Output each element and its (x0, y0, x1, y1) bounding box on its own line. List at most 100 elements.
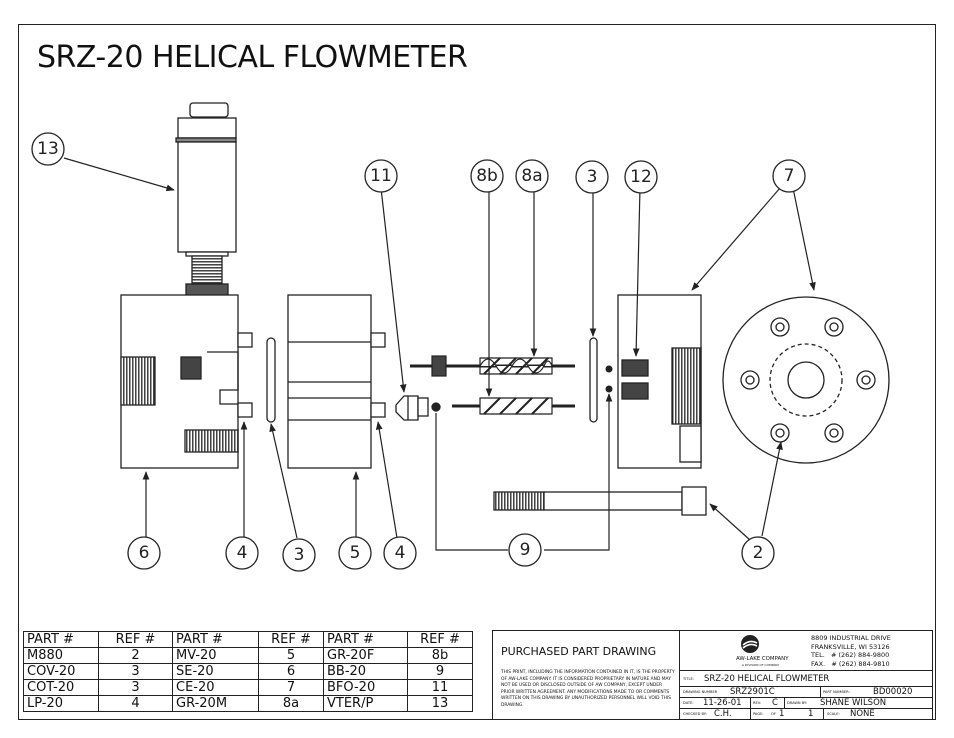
o-ring-right (589, 337, 598, 423)
bearing-part-11 (395, 395, 441, 421)
address-line-1: 8809 INDUSTRIAL DRIVE (811, 634, 891, 642)
ref-number-cell: 6 (258, 663, 324, 680)
ref-number-cell: 8b (407, 647, 473, 664)
part-number-cell: COT-20 (23, 679, 99, 696)
leader-lines (63, 157, 816, 541)
company-address: 8809 INDUSTRIAL DRIVE FRANKSVILLE, WI 53… (811, 634, 891, 668)
part-number-cell: SE-20 (172, 663, 259, 680)
col-header: REF # (407, 631, 473, 648)
divider (750, 709, 751, 719)
date-row: DATE: 11-26-01 REV: C DRAWN BY: SHANE WI… (680, 698, 932, 709)
balloon-circles (31, 132, 806, 572)
rotor-part-8b (452, 397, 575, 415)
balloon-label: 12 (630, 167, 652, 187)
rotor-part-8a (410, 355, 575, 377)
rev-value: C (772, 698, 778, 708)
title-block: PURCHASED PART DRAWING THIS PRINT, INCLU… (492, 630, 933, 720)
page-value: 1 (779, 709, 785, 719)
ref-number-cell: 9 (407, 663, 473, 680)
table-row: LP-20 4 GR-20M 8a VTER/P 13 (23, 695, 473, 712)
divider (784, 698, 785, 708)
part-number-cell: BFO-20 (323, 679, 408, 696)
balloon-label: 8a (521, 166, 542, 186)
end-cap-part-6 (120, 294, 253, 469)
parts-table-header: PART # REF # PART # REF # PART # REF # (23, 631, 473, 648)
of-label: OF (771, 712, 776, 716)
balloon-label: 3 (294, 545, 305, 565)
company-logo-cell: AW-LAKE COMPANY A DIVISION OF COMPANY (680, 631, 810, 671)
proprietary-disclaimer: THIS PRINT, INCLUDING THE INFORMATION CO… (501, 670, 675, 708)
ref-number-cell: 2 (98, 647, 173, 664)
ball-bearing-top (605, 365, 613, 373)
scale-value: NONE (850, 709, 875, 719)
part-number-value: BD00020 (873, 687, 913, 697)
part-number-cell: BB-20 (323, 663, 408, 680)
scale-label: SCALE: (827, 712, 840, 716)
flange-front-view (722, 296, 890, 464)
balloon-label: 2 (753, 543, 764, 563)
fax-line: FAX. # (262) 884-9810 (811, 660, 891, 669)
of-total-value: 1 (808, 709, 814, 719)
divider (823, 709, 824, 719)
date-value: 11-26-01 (703, 698, 742, 708)
purchased-part-panel: PURCHASED PART DRAWING THIS PRINT, INCLU… (493, 631, 680, 719)
title-value: SRZ-20 HELICAL FLOWMETER (704, 673, 830, 684)
title-label: TITLE: (683, 676, 694, 681)
balloon-label: 9 (520, 540, 531, 560)
table-row: M880 2 MV-20 5 GR-20F 8b (23, 647, 473, 664)
ref-number-cell: 8a (258, 695, 324, 712)
balloon-label: 4 (237, 543, 248, 563)
title-row: TITLE: SRZ-20 HELICAL FLOWMETER (680, 671, 932, 687)
part-number-cell: GR-20F (323, 647, 408, 664)
balloon-label: 6 (139, 543, 150, 563)
drawing-number-row: DRAWING NUMBER SRZ2901C PART NUMBER: BD0… (680, 687, 932, 698)
ref-number-cell: 11 (407, 679, 473, 696)
ball-bearing-bottom (605, 385, 613, 393)
balloon-label: 3 (587, 167, 598, 187)
company-name: AW-LAKE COMPANY (736, 656, 789, 662)
divider (820, 687, 821, 697)
leader-9-right (544, 393, 613, 551)
end-cap-part-7 (617, 294, 702, 469)
company-subtitle: A DIVISION OF COMPANY (742, 663, 780, 667)
table-row: COV-20 3 SE-20 6 BB-20 9 (23, 663, 473, 680)
page-label: PAGE: (753, 712, 764, 716)
balloon-label: 11 (370, 166, 392, 186)
ref-number-cell: 13 (407, 695, 473, 712)
checked-row: CHECKED BY: C.H. PAGE: OF 1 1 SCALE: NON… (680, 709, 932, 719)
fax-value: # (262) 884-9810 (831, 659, 890, 668)
company-header: AW-LAKE COMPANY A DIVISION OF COMPANY 88… (680, 631, 932, 671)
parts-table: PART # REF # PART # REF # PART # REF # M… (23, 631, 473, 712)
company-logo-icon (741, 635, 759, 653)
balloon-label: 5 (350, 543, 361, 563)
col-header: PART # (323, 631, 408, 648)
balloon-label: 4 (395, 543, 406, 563)
col-header: PART # (23, 631, 99, 648)
ref-number-cell: 3 (98, 663, 173, 680)
checked-by-value: C.H. (714, 709, 732, 719)
tel-value: # (262) 884-9800 (830, 651, 890, 659)
balloon-label: 7 (784, 166, 795, 186)
title-block-fields: AW-LAKE COMPANY A DIVISION OF COMPANY 88… (680, 631, 932, 719)
ref-number-cell: 5 (258, 647, 324, 664)
drawing-number-label: DRAWING NUMBER (683, 690, 718, 694)
part-number-label: PART NUMBER: (823, 690, 850, 694)
part-number-cell: GR-20M (172, 695, 259, 712)
ref-number-cell: 7 (258, 679, 324, 696)
part-number-cell: CE-20 (172, 679, 259, 696)
col-header: REF # (98, 631, 173, 648)
tel-label: TEL. (811, 651, 825, 659)
center-body-part-5 (287, 294, 386, 469)
part-number-cell: COV-20 (23, 663, 99, 680)
col-header: PART # (172, 631, 259, 648)
drawn-by-label: DRAWN BY: (787, 701, 807, 705)
drawing-title: SRZ-20 HELICAL FLOWMETER (37, 40, 468, 75)
table-row: COT-20 3 CE-20 7 BFO-20 11 (23, 679, 473, 696)
fax-label: FAX. (811, 659, 826, 668)
rev-label: REV: (753, 701, 762, 705)
part-number-cell: MV-20 (172, 647, 259, 664)
date-label: DATE: (683, 701, 694, 705)
telephone-line: TEL. # (262) 884-9800 (811, 651, 891, 660)
bolt-part-2 (493, 486, 707, 516)
